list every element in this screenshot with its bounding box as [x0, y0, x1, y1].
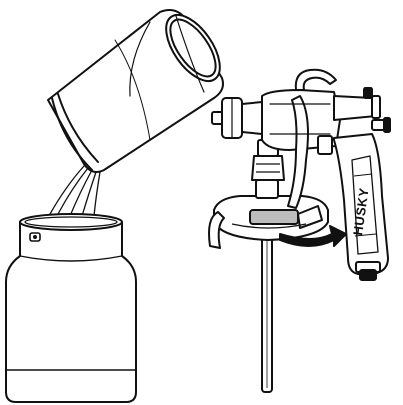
paint-stream: [50, 166, 100, 216]
pouring-beaker: [48, 6, 230, 172]
paint-cup: [6, 214, 136, 402]
siphon-tube: [262, 228, 272, 392]
